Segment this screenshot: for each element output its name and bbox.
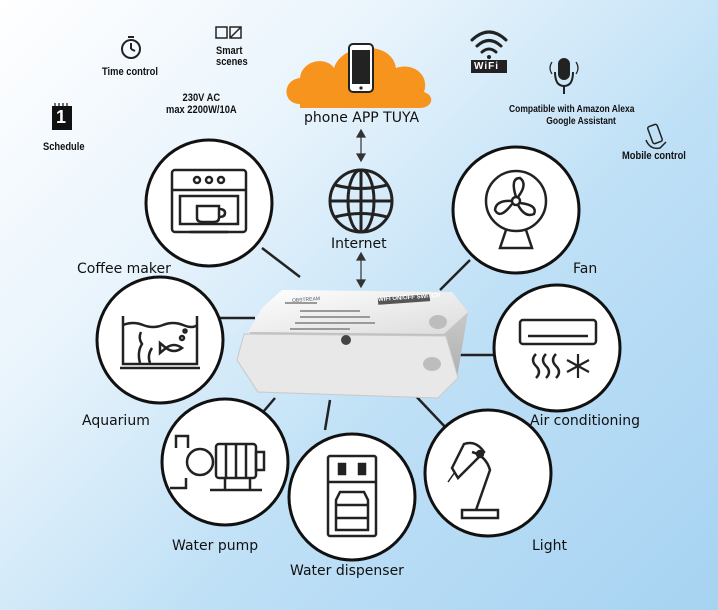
air-conditioning-icon [518, 318, 598, 379]
cloud-icon [286, 43, 432, 108]
schedule-label: Schedule [43, 141, 85, 153]
line-coffee-maker [261, 247, 301, 278]
smart-scenes-line1: Smart [216, 45, 243, 57]
compatibility-label: Compatible with Amazon Alexa Google Assi… [509, 104, 634, 128]
calendar-icon [52, 103, 72, 130]
globe-icon [328, 168, 394, 234]
line-water-dispenser [323, 399, 332, 431]
smart-scenes-line2: scenes [216, 56, 248, 68]
compatibility-line1: Compatible with Amazon Alexa [509, 104, 635, 115]
wifi-icon [470, 30, 508, 73]
time-control-label: Time control [102, 66, 158, 78]
connector-lines [216, 247, 500, 431]
smart-scenes-label: Smart scenes [216, 46, 248, 68]
wifi-switch-device [236, 290, 468, 399]
water-dispenser-icon [326, 454, 378, 538]
water-pump-label: Water pump [172, 538, 259, 554]
voltage-line1: 230V AC [182, 92, 221, 104]
mobile-control-label: Mobile control [622, 150, 686, 162]
compatibility-line2: Google Assistant [546, 116, 616, 127]
cloud-app-label: phone APP TUYA [304, 110, 420, 126]
circle-coffee-maker [144, 138, 274, 268]
smart-scenes-icon [215, 26, 242, 39]
aquarium-label: Aquarium [82, 413, 150, 429]
mobile-hand-icon [645, 123, 667, 150]
circle-water-dispenser [287, 432, 417, 562]
fan-icon [484, 169, 548, 250]
internet-label: Internet [331, 236, 387, 252]
voltage-rating-label: 230V AC max 2200W/10A [166, 92, 237, 116]
circle-fan [451, 145, 581, 275]
microphone-icon [549, 58, 579, 94]
line-fan [439, 259, 471, 291]
aquarium-icon [120, 316, 200, 370]
coffee-maker-label: Coffee maker [77, 261, 171, 277]
light-label: Light [532, 538, 567, 554]
water-dispenser-label: Water dispenser [290, 563, 404, 579]
appliance-circles [95, 138, 622, 562]
coffee-maker-icon [170, 168, 248, 234]
voltage-line2: max 2200W/10A [166, 104, 237, 116]
arrows [355, 128, 367, 289]
line-light [411, 391, 449, 431]
water-pump-icon [170, 434, 266, 492]
circle-aquarium [95, 275, 225, 405]
air-conditioning-label: Air conditioning [530, 413, 641, 429]
circle-air-conditioning [492, 283, 622, 413]
fan-label: Fan [573, 261, 598, 277]
desk-lamp-icon [447, 441, 500, 520]
clock-icon [121, 36, 141, 59]
calendar-day-number: 1 [56, 107, 67, 127]
wifi-label: WiFi [474, 61, 500, 72]
